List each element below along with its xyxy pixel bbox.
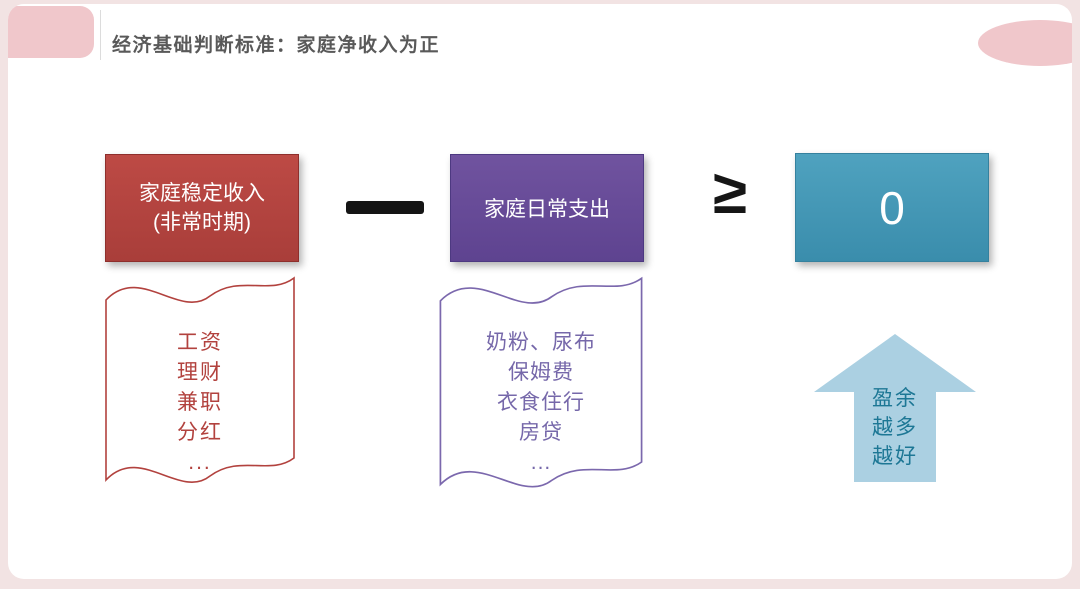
expense-item-ellipsis: ... xyxy=(530,451,552,474)
result-box-value: 0 xyxy=(879,181,905,234)
income-box-line1: 家庭稳定收入 xyxy=(139,182,265,205)
income-item: 兼职 xyxy=(177,391,223,414)
slide-title: 经济基础判断标准：家庭净收入为正 xyxy=(112,35,441,56)
income-item-ellipsis: ... xyxy=(188,451,212,474)
income-box-line2: (非常时期) xyxy=(153,211,251,234)
result-box: 0 xyxy=(795,153,989,262)
income-items-list: 工资 理财 兼职 分红 ... xyxy=(100,328,300,478)
surplus-arrow: 盈余 越多 越好 xyxy=(814,334,976,482)
income-item: 理财 xyxy=(177,361,223,384)
wave-flag-shape xyxy=(105,276,295,483)
surplus-line: 盈余 xyxy=(872,387,918,410)
slide: 经济基础判断标准：家庭净收入为正 家庭稳定收入 (非常时期) 家庭日常支出 ≥ … xyxy=(8,4,1072,579)
header-right-pink-decoration xyxy=(978,20,1072,66)
income-detail-flag: 工资 理财 兼职 分红 ... xyxy=(100,262,300,507)
expense-item: 奶粉、尿布 xyxy=(486,331,596,354)
income-box: 家庭稳定收入 (非常时期) xyxy=(105,154,299,262)
income-item: 分红 xyxy=(177,421,223,444)
wave-flag-shape xyxy=(439,276,643,488)
expense-box-label: 家庭日常支出 xyxy=(484,198,610,221)
surplus-line: 越好 xyxy=(872,445,918,468)
surplus-line: 越多 xyxy=(872,416,918,439)
expense-item: 房贷 xyxy=(519,421,563,444)
header-left-pink-decoration xyxy=(8,6,94,58)
expense-item: 保姆费 xyxy=(508,361,574,384)
expense-items-list: 奶粉、尿布 保姆费 衣食住行 房贷 ... xyxy=(434,328,648,478)
minus-sign xyxy=(346,201,424,214)
income-item: 工资 xyxy=(177,331,223,354)
expense-item: 衣食住行 xyxy=(497,391,585,414)
greater-or-equal-sign: ≥ xyxy=(712,158,748,227)
expense-detail-flag: 奶粉、尿布 保姆费 衣食住行 房贷 ... xyxy=(434,262,648,512)
expense-box: 家庭日常支出 xyxy=(450,154,644,262)
up-arrow-shape xyxy=(814,334,976,482)
surplus-note: 盈余 越多 越好 xyxy=(814,384,976,471)
header-divider xyxy=(100,10,101,60)
